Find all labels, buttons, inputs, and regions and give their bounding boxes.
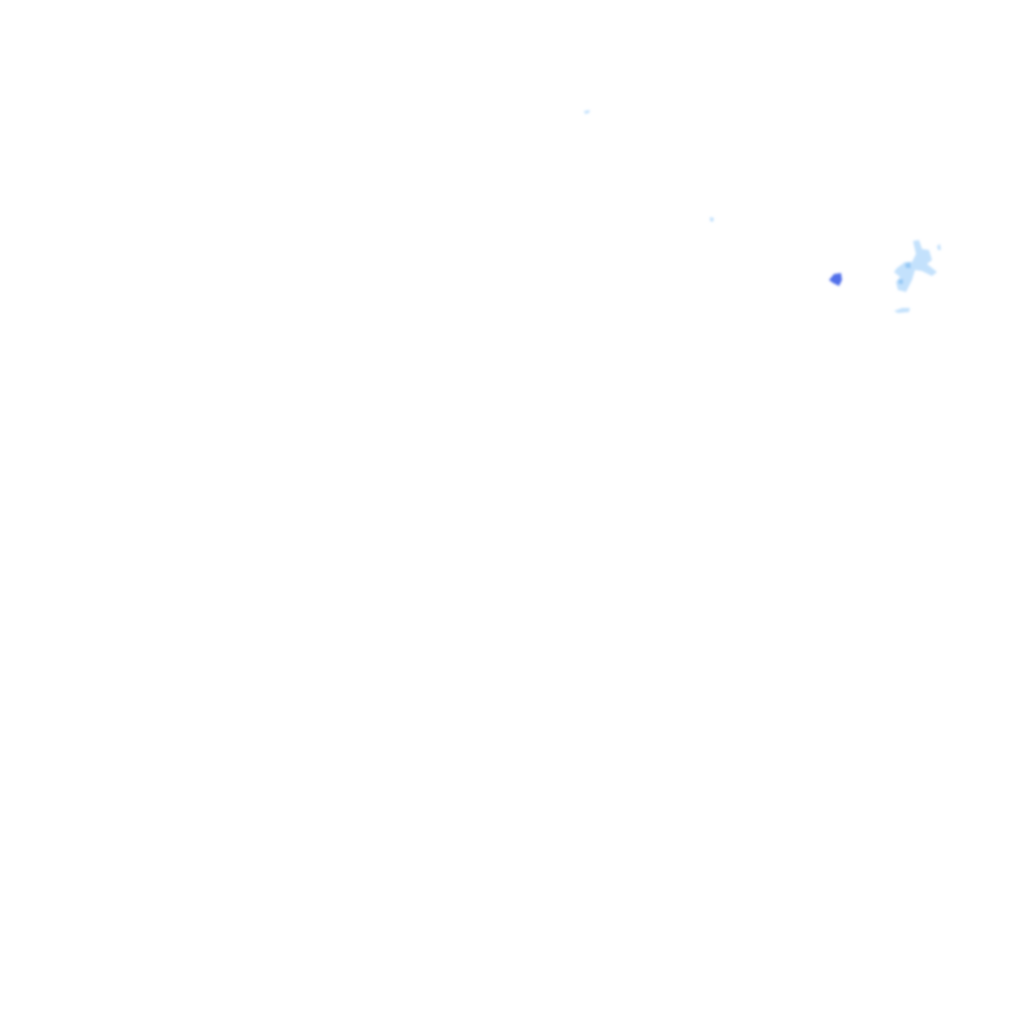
precip-cell-east-small	[937, 244, 941, 250]
precip-cluster-east	[894, 240, 937, 292]
precip-cell-small-north	[584, 110, 590, 114]
precip-cell-core-2	[898, 279, 903, 284]
precip-cell-core-1	[905, 262, 911, 268]
precip-cell-heavy	[829, 273, 842, 286]
precip-cell-east-south	[894, 308, 910, 313]
precip-cell-small-mid	[710, 217, 714, 222]
